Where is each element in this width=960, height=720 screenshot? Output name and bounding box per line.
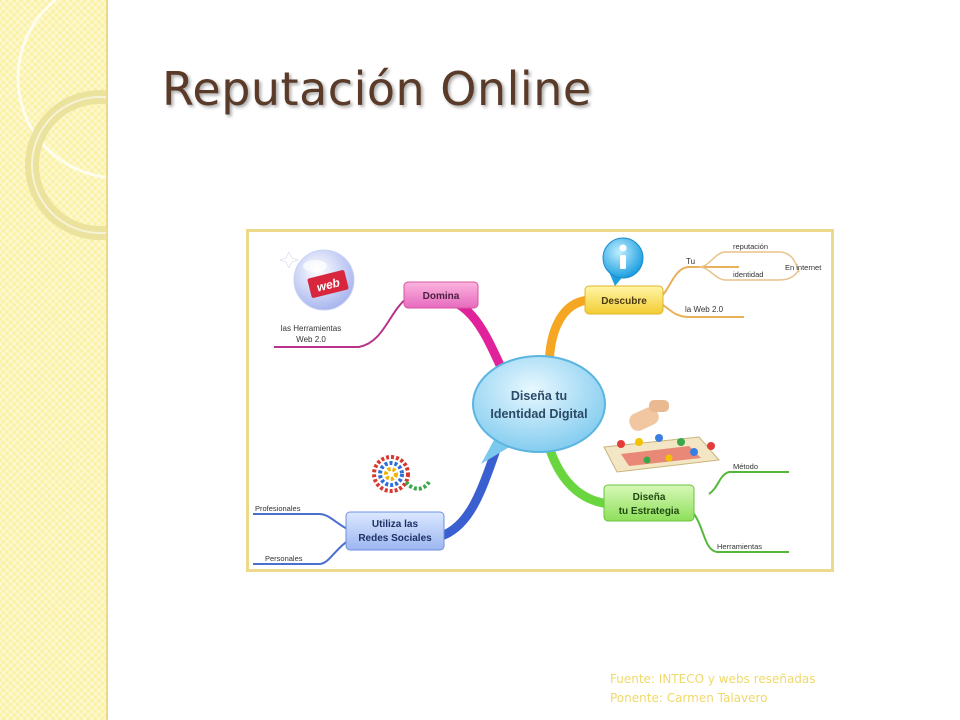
node-estrategia: Diseña tu Estrategia — [603, 484, 695, 522]
node-redes: Utiliza las Redes Sociales — [345, 511, 445, 551]
social-people-at-icon — [372, 455, 431, 493]
descubre-reputacion: reputación — [733, 242, 768, 251]
line-herramientas — [693, 513, 789, 553]
board-game-illustration — [603, 400, 720, 473]
descubre-web20: la Web 2.0 — [685, 305, 724, 314]
footer-source: Fuente: INTECO y webs reseñadas — [610, 672, 816, 686]
node-descubre: Descubre — [584, 285, 664, 315]
descubre-en-internet: En internet — [785, 263, 822, 272]
center-node: Diseña tu Identidad Digital — [472, 355, 606, 464]
redes-profesionales: Profesionales — [255, 504, 301, 513]
center-label-line2: Identidad Digital — [490, 407, 587, 421]
footer-speaker: Ponente: Carmen Talavero — [610, 691, 768, 705]
descubre-tu: Tu — [686, 257, 695, 266]
slide-title: Reputación Online — [162, 62, 592, 116]
line-profesionales — [253, 513, 350, 531]
estrategia-label-line2: tu Estrategia — [619, 506, 680, 517]
slide-sidebar — [0, 0, 108, 720]
node-domina: Domina — [403, 281, 479, 309]
estrategia-metodo: Método — [733, 462, 758, 471]
descubre-label: Descubre — [601, 296, 647, 307]
mindmap-diagram: Diseña tu Identidad Digital Domina las H… — [253, 237, 822, 565]
slide-footer: Fuente: INTECO y webs reseñadas Ponente:… — [610, 670, 816, 708]
web-globe-icon: web — [279, 249, 355, 311]
web-badge-text: web — [315, 275, 341, 294]
redes-personales: Personales — [265, 554, 303, 563]
estrategia-label-line1: Diseña — [633, 492, 666, 503]
herramientas-web-line2: Web 2.0 — [296, 335, 326, 344]
line-tu — [660, 266, 739, 297]
estrategia-herramientas: Herramientas — [717, 542, 762, 551]
herramientas-web-line1: las Herramientas — [281, 324, 341, 333]
info-icon — [602, 237, 644, 286]
redes-label-line2: Redes Sociales — [358, 533, 432, 544]
line-metodo — [708, 471, 789, 495]
center-label-line1: Diseña tu — [511, 389, 567, 403]
mindmap-figure: Diseña tu Identidad Digital Domina las H… — [246, 229, 834, 572]
line-personales — [253, 539, 350, 565]
sidebar-decoration — [16, 0, 106, 240]
descubre-identidad: identidad — [733, 270, 763, 279]
domina-label: Domina — [423, 291, 460, 302]
line-reputacion — [698, 251, 800, 273]
redes-label-line1: Utiliza las — [372, 519, 419, 530]
line-identidad — [698, 266, 800, 281]
line-herramientas-web — [274, 297, 408, 348]
